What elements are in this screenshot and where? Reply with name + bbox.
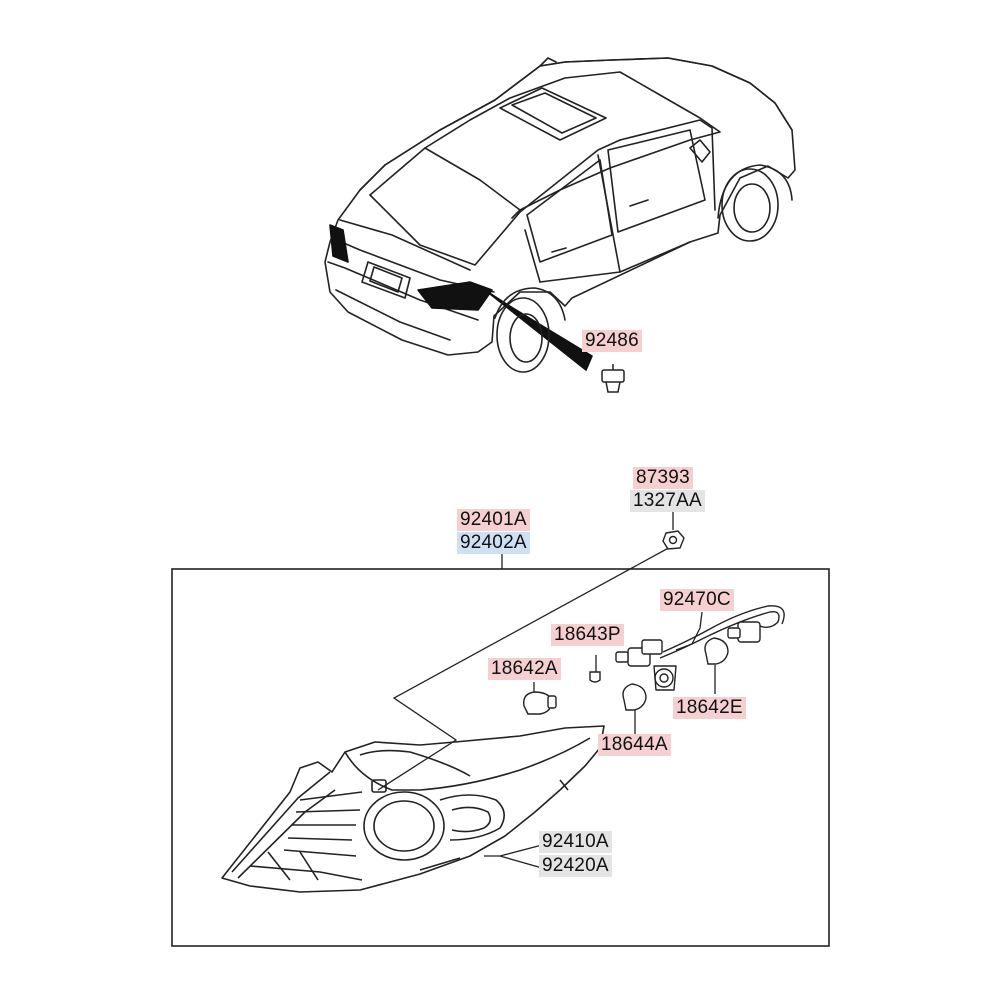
part-label-87393[interactable]: 87393 <box>633 467 693 489</box>
part-label-1327AA[interactable]: 1327AA <box>630 490 705 512</box>
part-label-18643P[interactable]: 18643P <box>551 624 624 646</box>
part-label-92402A[interactable]: 92402A <box>457 532 530 554</box>
part-label-92470C[interactable]: 92470C <box>660 589 734 611</box>
tail-lamp-assembly <box>221 725 605 893</box>
part-label-92401A[interactable]: 92401A <box>457 509 530 531</box>
leader-lines <box>377 510 716 869</box>
nut-part <box>662 530 685 550</box>
clip-part <box>601 364 625 393</box>
part-label-18642E[interactable]: 18642E <box>673 697 746 719</box>
part-label-92486[interactable]: 92486 <box>582 330 642 352</box>
assembly-frame <box>171 568 830 947</box>
part-label-18644A[interactable]: 18644A <box>598 734 671 756</box>
car-illustration <box>324 57 796 373</box>
harness-part <box>615 605 785 691</box>
part-label-18642A[interactable]: 18642A <box>488 658 561 680</box>
part-label-92410A[interactable]: 92410A <box>539 831 612 853</box>
bulbs <box>523 637 729 715</box>
part-label-92420A[interactable]: 92420A <box>539 855 612 877</box>
